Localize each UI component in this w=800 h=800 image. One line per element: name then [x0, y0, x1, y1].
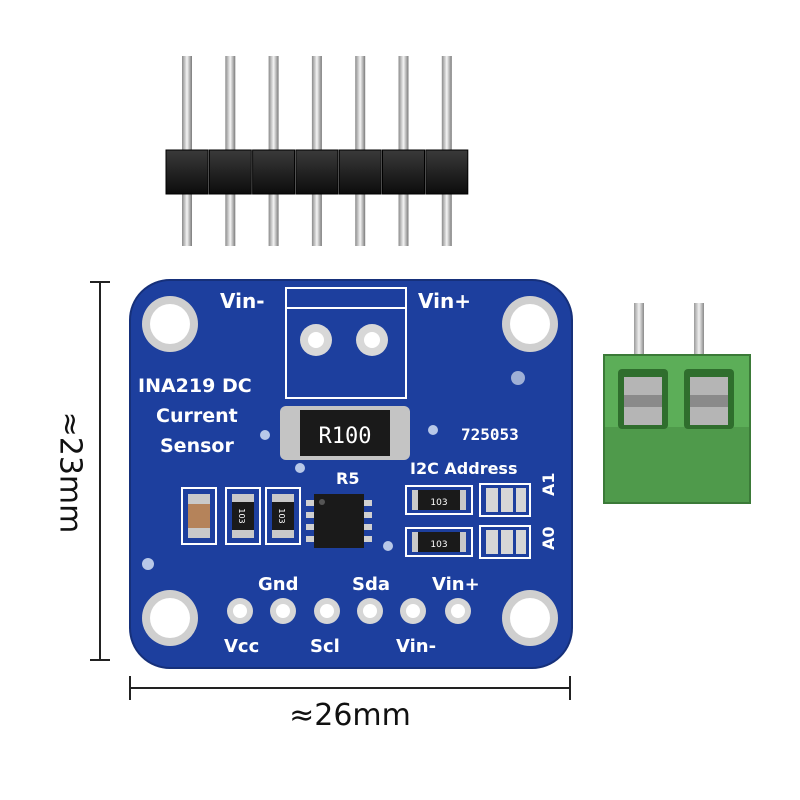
- svg-text:103: 103: [430, 540, 447, 550]
- mounting-hole: [502, 590, 558, 646]
- pin-label-sda: Sda: [352, 574, 390, 595]
- vin-plus-top-label: Vin+: [418, 289, 471, 313]
- terminal-pad: [356, 324, 388, 356]
- a1-label: A1: [539, 472, 558, 496]
- board-title-line2: Current: [156, 405, 238, 427]
- pin-label-vin-minus: Vin-: [396, 636, 436, 657]
- pcb-pin-pad: [314, 598, 340, 624]
- svg-text:103: 103: [430, 498, 447, 508]
- terminal-screw-slot: [618, 369, 668, 429]
- terminal-silkscreen-outline: [285, 287, 407, 399]
- address-resistor-a1: 103: [405, 485, 473, 515]
- width-dimension-label: ≈26mm: [289, 698, 411, 733]
- ina219-chip: [306, 494, 372, 548]
- pcb-substrate: [129, 279, 573, 669]
- solder-jumper-a1: [479, 483, 531, 517]
- pcb-pin-pad: [227, 598, 253, 624]
- header-pin: [425, 56, 469, 246]
- pcb-pin-pad: [400, 598, 426, 624]
- height-dimension-label: ≈23mm: [52, 411, 88, 534]
- svg-text:R100: R100: [319, 424, 372, 449]
- header-pin: [165, 56, 209, 246]
- svg-text:103: 103: [237, 508, 246, 523]
- pcb-pin-pad: [445, 598, 471, 624]
- via: [383, 541, 393, 551]
- shunt-resistor: R100: [280, 406, 410, 460]
- board-title-line3: Sensor: [160, 435, 234, 457]
- address-resistor-a0: 103: [405, 527, 473, 557]
- via: [428, 425, 438, 435]
- via: [142, 558, 154, 570]
- board-title-line1: INA219 DC: [138, 375, 252, 397]
- terminal-pad: [300, 324, 332, 356]
- header-pin: [382, 56, 425, 246]
- header-pin: [208, 56, 252, 246]
- pin-label-scl: Scl: [310, 636, 340, 657]
- shunt-ref-label: R5: [336, 469, 359, 488]
- header-pin: [252, 56, 296, 246]
- board-code: 725053: [461, 425, 519, 444]
- solder-jumper-a0: [479, 525, 531, 559]
- resistor: 103: [265, 487, 301, 545]
- header-pin: [295, 56, 339, 246]
- pin-label-gnd: Gnd: [258, 574, 298, 595]
- pin-header: [165, 56, 469, 246]
- terminal-screw-slot: [684, 369, 734, 429]
- terminal-pin: [634, 303, 644, 367]
- mounting-hole: [142, 590, 198, 646]
- via: [295, 463, 305, 473]
- via: [511, 371, 525, 385]
- terminal-pin: [694, 303, 704, 367]
- pin-label-vcc: Vcc: [224, 636, 259, 657]
- mounting-hole: [502, 296, 558, 352]
- screw-terminal: [603, 303, 751, 504]
- pcb-board: Vin- Vin+ INA219 DC Current Sensor R100 …: [129, 279, 573, 669]
- pcb-pin-pad: [357, 598, 383, 624]
- capacitor: [181, 487, 217, 545]
- header-pin: [338, 56, 382, 246]
- pcb-pin-pad: [270, 598, 296, 624]
- i2c-address-label: I2C Address: [410, 459, 517, 478]
- via: [260, 430, 270, 440]
- resistor: 103: [225, 487, 261, 545]
- mounting-hole: [142, 296, 198, 352]
- vin-minus-top-label: Vin-: [220, 289, 265, 313]
- svg-text:103: 103: [277, 508, 286, 523]
- pin-label-vin-plus: Vin+: [432, 574, 480, 595]
- a0-label: A0: [539, 526, 558, 550]
